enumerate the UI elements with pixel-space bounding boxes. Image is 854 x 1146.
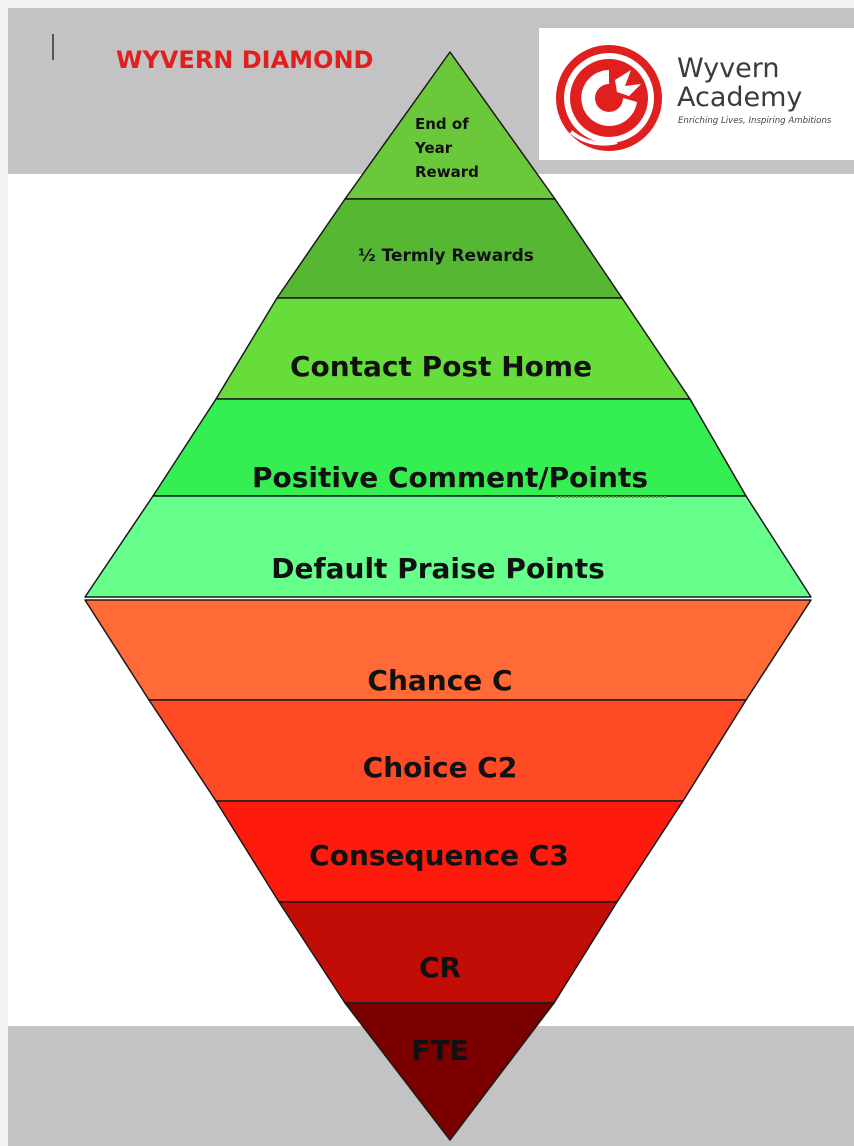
label-chance-c: Chance C — [367, 664, 513, 697]
label-fte: FTE — [411, 1034, 469, 1067]
label-end-of-year-reward: End of Year Reward — [415, 112, 479, 184]
academy-tagline: Enriching Lives, Inspiring Ambitions — [678, 116, 832, 126]
diagram-title: WYVERN DIAMOND — [116, 46, 374, 74]
label-line-1: End of — [415, 115, 469, 133]
label-positive-comment-points: Positive Comment/Points — [251, 461, 648, 494]
academy-name: Wyvern Academy — [677, 54, 802, 112]
diamond-tier-contact-post-home — [215, 297, 691, 400]
academy-logo: Wyvern Academy Enriching Lives, Inspirin… — [539, 28, 854, 160]
diamond-segments — [84, 51, 812, 1141]
label-cr: CR — [418, 951, 462, 984]
diamond-tier-fte — [344, 1002, 555, 1141]
academy-name-line1: Wyvern — [677, 53, 780, 84]
diamond-tier-default-praise-points — [84, 495, 812, 598]
label-consequence-c3: Consequence C3 — [309, 839, 569, 872]
academy-name-line2: Academy — [677, 82, 803, 113]
text-cursor — [52, 34, 54, 60]
dragon-emblem-icon — [556, 45, 662, 151]
label-default-praise-points: Default Praise Points — [271, 552, 605, 585]
label-line-3: Reward — [415, 163, 479, 181]
label-contact-post-home: Contact Post Home — [289, 350, 593, 383]
label-line-2: Year — [415, 139, 453, 157]
label-choice-c2: Choice C2 — [362, 751, 518, 784]
label-half-termly-rewards: ½ Termly Rewards — [358, 246, 534, 266]
